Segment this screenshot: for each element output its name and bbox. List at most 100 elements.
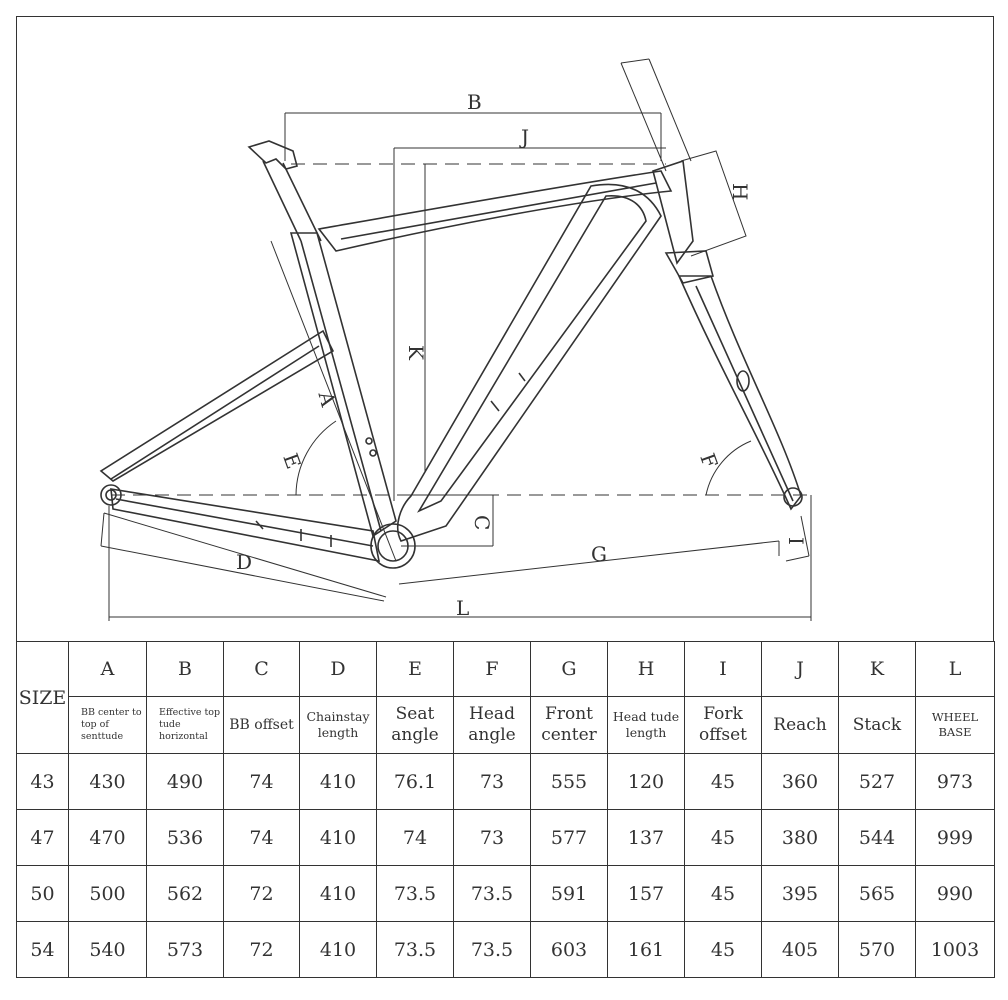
value-cell: 157 [607,865,685,922]
value-cell: 72 [223,865,300,922]
dim-label-g: G [591,542,607,566]
value-cell: 73.5 [376,921,454,978]
col-desc-f: Head angle [453,696,531,754]
col-letter: A [68,641,147,697]
value-cell: 500 [68,865,147,922]
value-cell: 536 [146,809,224,866]
col-letter: L [915,641,995,697]
table-letter-row: SIZE A B C D E F G H I J K L [16,641,995,754]
table-row: 54 540 573 72 410 73.5 73.5 603 161 45 4… [16,921,995,978]
value-cell: 360 [761,753,839,810]
value-cell: 72 [223,921,300,978]
value-cell: 540 [68,921,147,978]
table-desc-row: BB center to top of senttude Effective t… [17,696,995,754]
value-cell: 137 [607,809,685,866]
col-desc-c: BB offset [223,696,300,754]
value-cell: 120 [607,753,685,810]
value-cell: 1003 [915,921,995,978]
value-cell: 999 [915,809,995,866]
dim-label-b: B [467,90,482,114]
dim-label-a: A [313,388,340,410]
value-cell: 73 [453,809,531,866]
value-cell: 430 [68,753,147,810]
value-cell: 570 [838,921,916,978]
value-cell: 74 [223,753,300,810]
size-cell: 47 [16,809,69,866]
value-cell: 990 [915,865,995,922]
value-cell: 45 [684,753,762,810]
col-letter: D [299,641,377,697]
value-cell: 490 [146,753,224,810]
frame-tubes [99,140,803,569]
size-header: SIZE [16,641,69,754]
value-cell: 76.1 [376,753,454,810]
value-cell: 555 [530,753,608,810]
value-cell: 603 [530,921,608,978]
col-letter: K [838,641,916,697]
dim-label-e: E [278,450,306,472]
col-desc-b: Effective top tude horizontal [146,696,224,754]
value-cell: 410 [299,753,377,810]
table-row: 43 430 490 74 410 76.1 73 555 120 45 360… [16,753,995,810]
col-desc-j: Reach [761,696,839,754]
value-cell: 73 [453,753,531,810]
value-cell: 410 [299,921,377,978]
col-desc-h: Head tude length [607,696,685,754]
col-desc-d: Chainstay length [299,696,377,754]
value-cell: 565 [838,865,916,922]
col-desc-e: Seat angle [376,696,454,754]
value-cell: 577 [530,809,608,866]
value-cell: 395 [761,865,839,922]
dim-label-l: L [456,596,469,620]
table-row: 50 500 562 72 410 73.5 73.5 591 157 45 3… [16,865,995,922]
col-desc-g: Front center [530,696,608,754]
bike-frame-diagram: B J H K A E F C D G I L [99,58,812,621]
col-desc-i: Fork offset [684,696,762,754]
value-cell: 74 [223,809,300,866]
value-cell: 410 [299,809,377,866]
dim-label-k: K [404,345,428,361]
col-letter: G [530,641,608,697]
col-letter: B [146,641,224,697]
dim-label-i: I [784,537,808,545]
value-cell: 405 [761,921,839,978]
dim-label-d: D [236,550,252,574]
value-cell: 544 [838,809,916,866]
dim-label-c: C [470,515,494,530]
value-cell: 74 [376,809,454,866]
col-desc-k: Stack [838,696,916,754]
value-cell: 470 [68,809,147,866]
value-cell: 45 [684,865,762,922]
value-cell: 380 [761,809,839,866]
value-cell: 973 [915,753,995,810]
col-desc-l: WHEEL BASE [915,696,995,754]
value-cell: 45 [684,809,762,866]
value-cell: 527 [838,753,916,810]
col-letter: I [684,641,762,697]
value-cell: 73.5 [453,865,531,922]
value-cell: 562 [146,865,224,922]
dim-label-j: J [519,125,529,149]
value-cell: 573 [146,921,224,978]
table-row: 47 470 536 74 410 74 73 577 137 45 380 5… [16,809,995,866]
col-desc-a: BB center to top of senttude [68,696,147,754]
dimension-lines [100,58,812,621]
value-cell: 73.5 [376,865,454,922]
col-letter: H [607,641,685,697]
value-cell: 161 [607,921,685,978]
size-cell: 50 [16,865,69,922]
size-cell: 43 [16,753,69,810]
value-cell: 410 [299,865,377,922]
value-cell: 45 [684,921,762,978]
col-letter: E [376,641,454,697]
dim-label-h: H [728,183,752,200]
size-cell: 54 [16,921,69,978]
dim-label-f: F [695,450,722,471]
col-letter: F [453,641,531,697]
value-cell: 591 [530,865,608,922]
geometry-table: SIZE A B C D E F G H I J K L BB center t… [16,641,995,978]
value-cell: 73.5 [453,921,531,978]
frame-drawing: B J H K A E F C D G I L [16,16,994,642]
col-letter: J [761,641,839,697]
